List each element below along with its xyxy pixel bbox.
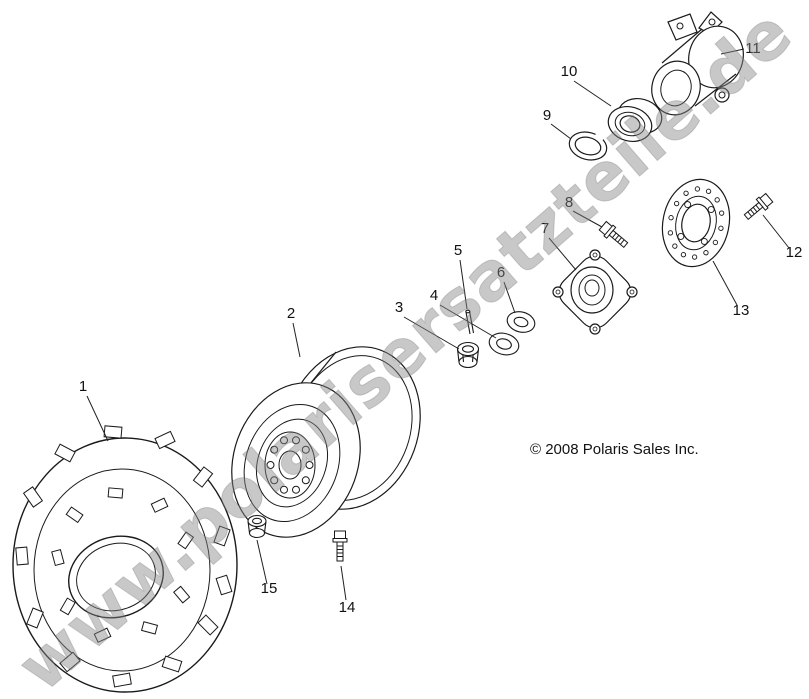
callout-10: 10 <box>561 63 578 80</box>
tire-tread-blocks <box>15 425 233 688</box>
part-bolt-disc <box>741 191 775 223</box>
rim-bolt-holes <box>266 436 314 494</box>
copyright-text: © 2008 Polaris Sales Inc. <box>530 441 699 458</box>
callout-4: 4 <box>430 287 438 304</box>
callout-11: 11 <box>745 40 761 57</box>
callout-6: 6 <box>497 264 505 281</box>
callout-9: 9 <box>543 107 551 124</box>
callout-2: 2 <box>287 305 295 322</box>
leader-lines <box>86 48 790 601</box>
callout-14: 14 <box>339 599 356 616</box>
part-bearing <box>607 98 663 142</box>
part-pin <box>465 309 475 335</box>
part-wheel-rim <box>231 346 421 538</box>
callout-5: 5 <box>454 242 462 259</box>
part-washer-2 <box>506 311 536 333</box>
part-brake-disc <box>661 178 731 268</box>
callout-15: 15 <box>261 580 278 597</box>
part-snap-ring <box>568 126 608 161</box>
part-lug-nut-2 <box>247 514 267 539</box>
callout-13: 13 <box>733 302 750 319</box>
callout-7: 7 <box>541 220 549 237</box>
part-bearing-carrier <box>651 11 744 116</box>
part-wheel-hub <box>552 249 638 335</box>
callout-12: 12 <box>786 244 803 261</box>
part-bolt-small <box>597 219 631 251</box>
part-tire <box>12 425 238 693</box>
part-lug-nut <box>456 341 480 369</box>
brake-disc-holes <box>667 186 725 260</box>
part-washer <box>488 332 520 356</box>
callout-8: 8 <box>565 194 573 211</box>
callout-labels: 1 2 3 4 5 6 7 8 9 10 11 12 13 14 15 <box>79 40 803 616</box>
callout-1: 1 <box>79 378 87 395</box>
callout-3: 3 <box>395 299 403 316</box>
part-bolt-wheel <box>332 530 348 562</box>
